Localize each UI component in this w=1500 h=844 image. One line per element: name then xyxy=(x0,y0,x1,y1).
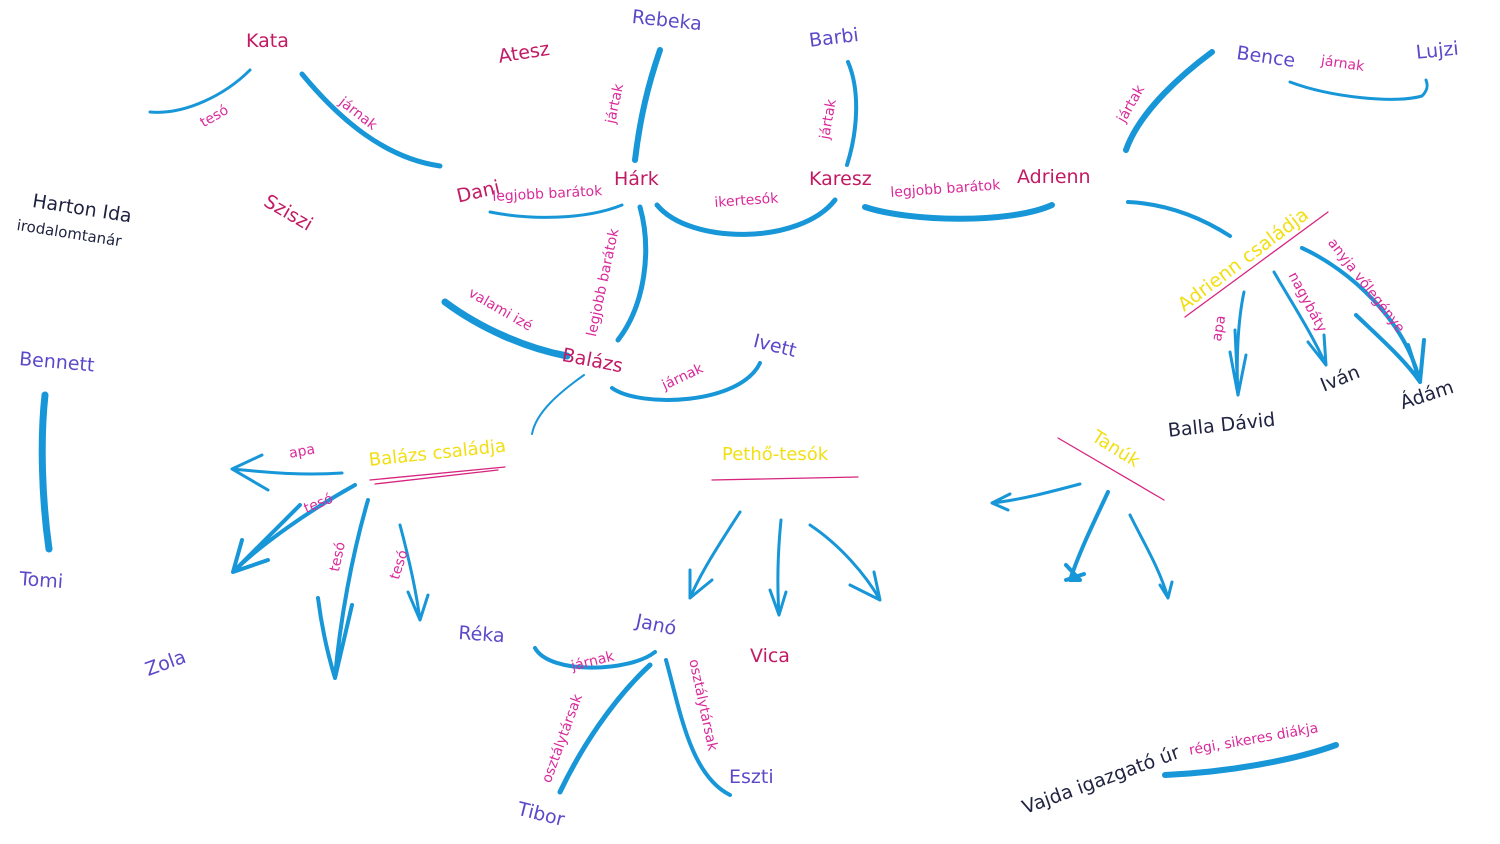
relation-ikertesok: ikertesók xyxy=(713,190,779,211)
connector-karesz-adrienn xyxy=(862,202,1055,222)
arrow-petho-2 xyxy=(768,518,788,617)
node-tomi: Tomi xyxy=(18,568,64,594)
node-karesz: Karesz xyxy=(809,168,872,190)
connector-adrienn-family xyxy=(1126,200,1232,238)
node-vica: Vica xyxy=(750,645,790,667)
node-kata: Kata xyxy=(246,30,289,52)
connector-jano-eszti xyxy=(664,658,732,797)
arrow-adrienn-volegeny xyxy=(1300,246,1426,384)
connector-dani-hark xyxy=(488,203,624,219)
connector-hark-balazs xyxy=(615,204,649,343)
connector-jano-tibor xyxy=(557,662,653,795)
node-lujzi: Lujzi xyxy=(1414,37,1460,64)
arrow-petho-3 xyxy=(808,523,882,602)
node-adrienn: Adrienn xyxy=(1017,166,1091,188)
arrow-tanuk-3 xyxy=(1128,513,1174,600)
arrow-petho-1 xyxy=(688,510,742,600)
node-eszti: Eszti xyxy=(729,766,774,788)
underline-petho-tesok xyxy=(711,476,859,481)
arrow-balazs-teso-3 xyxy=(398,523,430,622)
connector-balazs-family xyxy=(531,374,585,435)
connector-reka-jano xyxy=(533,646,657,670)
underline-adrienn-csaladja xyxy=(1184,211,1329,318)
arrow-balazs-teso-1 xyxy=(231,483,357,574)
node-reka: Réka xyxy=(457,622,506,648)
connector-vajda-diak xyxy=(1162,742,1339,778)
connector-bennett-tomi xyxy=(38,391,53,553)
connector-kata-teso xyxy=(148,68,252,114)
arrow-tanuk-1 xyxy=(990,482,1082,512)
underline-balazs-csaladja xyxy=(369,466,506,485)
connector-barbi-karesz xyxy=(845,60,859,167)
arrow-adrienn-nagybaty xyxy=(1272,270,1328,367)
connector-kata-dani xyxy=(299,71,443,169)
connector-bence-lujzi xyxy=(1288,78,1429,101)
arrow-balazs-teso-2 xyxy=(316,498,370,680)
arrow-tanuk-2 xyxy=(1064,490,1110,582)
arrow-adrienn-apa xyxy=(1228,290,1248,397)
connector-balazs-ivett xyxy=(610,361,762,402)
group-petho-tesok: Pethő-tesók xyxy=(722,444,829,465)
connector-bence-adrienn xyxy=(1123,49,1215,153)
connector-hark-karesz xyxy=(654,197,838,237)
node-hark: Hárk xyxy=(614,168,659,190)
connector-valami-ize xyxy=(441,298,571,360)
arrow-balazs-apa xyxy=(230,453,344,492)
underline-tanuk xyxy=(1057,437,1165,501)
connector-rebeka-hark xyxy=(632,47,663,163)
